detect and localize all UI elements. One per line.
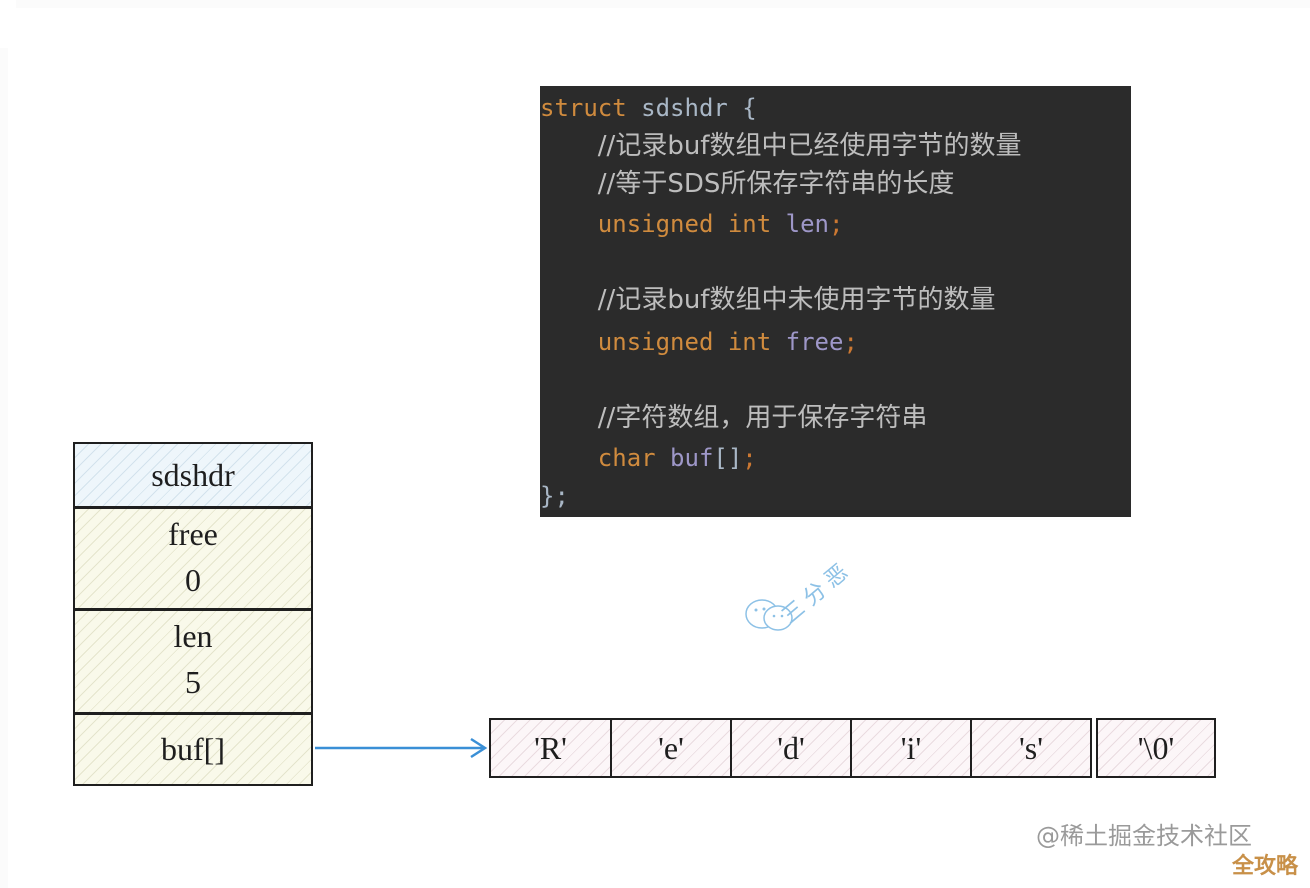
- platform-watermark: @稀土掘金技术社区: [1036, 822, 1252, 850]
- author-watermark: 三分恶: [742, 556, 858, 644]
- code-token: len: [771, 210, 829, 238]
- code-line: //记录buf数组中已经使用字节的数量: [540, 130, 1022, 162]
- struct-header: sdshdr: [75, 444, 311, 507]
- left-margin-strip: [0, 48, 8, 888]
- code-line: unsigned int free;: [540, 326, 858, 358]
- sdshdr-struct-diagram: sdshdr free 0 len 5 buf[]: [73, 442, 313, 786]
- code-token: unsigned int: [597, 210, 772, 238]
- code-comment: //记录buf数组中未使用字节的数量: [597, 285, 996, 315]
- code-token: ;: [742, 444, 757, 472]
- code-token: []: [713, 444, 743, 472]
- field-buf: buf[]: [75, 715, 311, 784]
- array-cell-4: 's': [970, 718, 1092, 778]
- array-cell-3: 'i': [850, 718, 972, 778]
- field-free: free 0: [75, 509, 311, 608]
- field-len: len 5: [75, 611, 311, 712]
- code-token: char: [597, 444, 656, 472]
- code-line: };: [540, 480, 569, 512]
- array-cell-0: 'R': [489, 718, 612, 778]
- array-cell-2: 'd': [730, 718, 852, 778]
- code-line: //字符数组，用于保存字符串: [540, 402, 928, 434]
- field-name: free: [168, 516, 218, 552]
- code-token: };: [540, 482, 569, 510]
- code-comment: //等于SDS所保存字符串的长度: [597, 169, 955, 199]
- code-token: struct: [540, 94, 627, 122]
- field-name: len: [173, 618, 213, 654]
- code-panel: struct sdshdr { //记录buf数组中已经使用字节的数量 //等于…: [540, 86, 1131, 517]
- code-token: {: [742, 94, 757, 122]
- array-cell-5: '\0': [1096, 718, 1216, 778]
- field-value: 5: [185, 664, 201, 700]
- divider: [75, 608, 311, 611]
- code-comment: //字符数组，用于保存字符串: [597, 403, 928, 433]
- code-token: free: [771, 328, 844, 356]
- code-line: unsigned int len;: [540, 208, 844, 240]
- divider: [75, 506, 311, 509]
- code-token: buf: [655, 444, 714, 472]
- code-line: struct sdshdr {: [540, 92, 757, 124]
- wechat-icon: [745, 599, 793, 631]
- code-line: //记录buf数组中未使用字节的数量: [540, 284, 996, 316]
- pointer-arrow-icon: [315, 737, 488, 759]
- code-line: //等于SDS所保存字符串的长度: [540, 168, 955, 200]
- code-token: sdshdr: [626, 94, 743, 122]
- code-token: unsigned int: [597, 328, 772, 356]
- array-cell-1: 'e': [610, 718, 732, 778]
- top-margin-strip: [16, 0, 1310, 8]
- site-watermark: 全攻略: [1232, 854, 1299, 879]
- code-comment: //记录buf数组中已经使用字节的数量: [597, 131, 1022, 161]
- code-token: ;: [843, 328, 858, 356]
- author-watermark-text: 三分恶: [777, 556, 858, 630]
- divider: [75, 712, 311, 715]
- code-token: ;: [828, 210, 844, 238]
- code-line: char buf[];: [540, 442, 757, 474]
- field-value: 0: [185, 562, 201, 598]
